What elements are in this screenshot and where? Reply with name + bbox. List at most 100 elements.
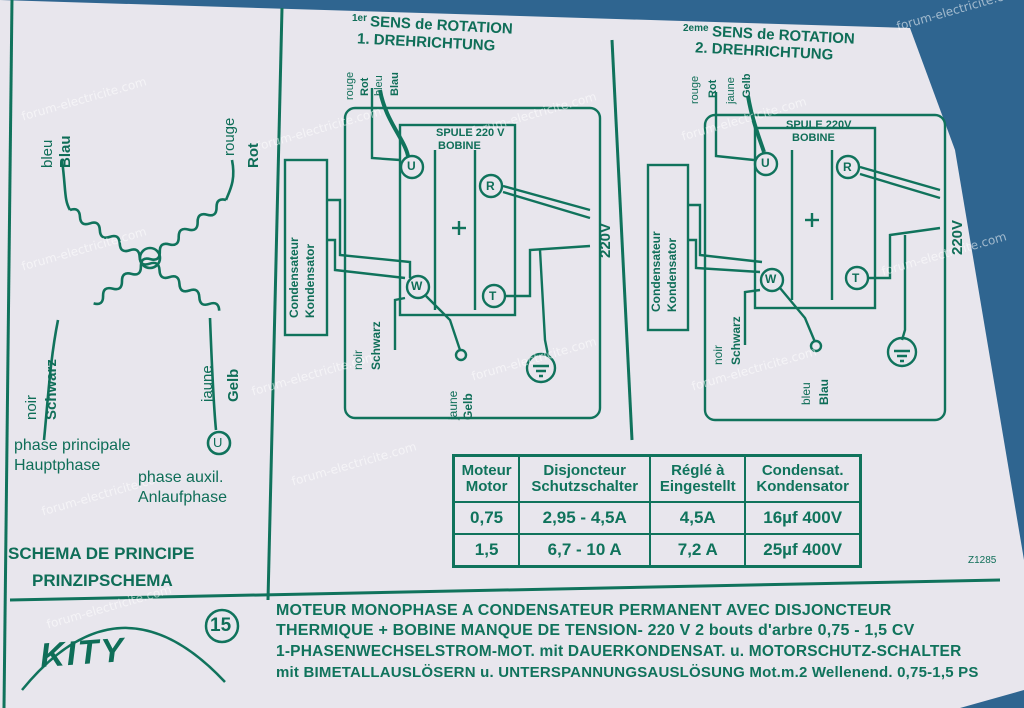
terminal-w1	[405, 274, 431, 300]
hauptphase: Hauptphase	[14, 457, 101, 474]
rot2-schwarz: Schwarz	[729, 316, 743, 365]
drawing-code: Z1285	[968, 555, 997, 566]
rot1-terminal-u: U	[407, 159, 416, 173]
footer-top-line	[9, 578, 1001, 602]
wire-jaune1	[425, 295, 462, 351]
u-terminal-label: U	[213, 435, 223, 450]
earth-symbol2	[886, 336, 918, 368]
footer-line-3: 1-PHASENWECHSELSTROM-MOT. mit DAUERKONDE…	[276, 643, 962, 660]
phase-principale: phase principale	[14, 437, 131, 454]
wire-noir2	[743, 288, 761, 345]
wire-noir1	[393, 296, 406, 350]
wire-label-jaune: jaune	[199, 365, 216, 402]
cell-motor: 0,75	[452, 501, 521, 535]
rot1-condensateur: Condensateur	[287, 237, 301, 318]
rot2-noir: noir	[711, 344, 725, 365]
rotation1-box	[343, 106, 602, 420]
wire-rouge1	[370, 88, 401, 162]
anlaufphase: Anlaufphase	[138, 489, 227, 506]
rot2-wire-rouge: rouge	[689, 75, 701, 104]
bleu-lead	[60, 159, 72, 211]
terminal-w2	[759, 267, 785, 293]
wire-label-gelb: Gelb	[225, 368, 242, 402]
earth-lines2	[894, 349, 910, 363]
rot1-kondensator: Kondensator	[303, 243, 317, 318]
terminal-u1	[399, 154, 425, 180]
wire-label-blau: Blau	[57, 135, 74, 168]
terminal-r1	[478, 173, 504, 199]
rot2-blau: Blau	[817, 378, 831, 405]
footer-line-4: mit BIMETALLAUSLÖSERN u. UNTERSPANNUNGSA…	[276, 664, 979, 681]
wire-rouge2	[714, 92, 755, 162]
schema-de: PRINZIPSCHEMA	[32, 571, 173, 590]
cell-regle: 4,5A	[649, 501, 747, 535]
kity-logo-frame	[21, 608, 240, 691]
earth-lead1	[538, 249, 550, 356]
wire-t-220v2	[869, 226, 941, 280]
wire-r-220v	[502, 184, 591, 220]
panel-divider-2	[610, 39, 634, 441]
rot2-bleu: bleu	[799, 382, 813, 405]
number-circle	[204, 608, 240, 644]
wire-r-220v2	[859, 165, 941, 200]
phase-auxil: phase auxil.	[138, 469, 224, 486]
cell-condensat: 16µf 400V	[744, 501, 862, 535]
rot1-wire-blau: Blau	[389, 72, 401, 96]
terminal-r2	[835, 154, 861, 180]
panel-divider-1	[266, 7, 284, 601]
rot1-wire-rouge: rouge	[344, 71, 356, 100]
wire-cap-w	[327, 198, 412, 278]
rot2-wire-rot: Rot	[707, 79, 719, 98]
footer-line-1: MOTEUR MONOPHASE A CONDENSATEUR PERMANEN…	[276, 602, 892, 619]
rot2-terminal-u: U	[761, 156, 770, 170]
rot1-spule: SPULE 220 V	[436, 127, 505, 139]
rot1-terminal-t: T	[489, 289, 497, 303]
rot1-terminal-r: R	[486, 179, 495, 193]
rotation1-capacitor	[283, 158, 329, 337]
logo-arc	[21, 626, 226, 691]
wire-bleu2	[779, 287, 817, 343]
wire-label-schwarz: Schwarz	[43, 359, 60, 420]
kity-logo: KITY	[38, 631, 127, 675]
aux-coil	[93, 198, 227, 306]
coil-crossing	[138, 246, 162, 270]
rot2-terminal-w: W	[765, 272, 777, 286]
rot2-wire-jaune: jaune	[725, 77, 737, 104]
wire-jaune2	[746, 95, 766, 153]
rot1-jaune: jaune	[446, 390, 460, 420]
wire-cap-w2	[327, 238, 406, 280]
rot2-voltage: 220V	[949, 219, 966, 255]
bleu-end2	[809, 339, 823, 353]
wire-label-rouge: rouge	[221, 117, 238, 156]
rot2-terminal-r: R	[843, 160, 852, 174]
rot1-noir: noir	[351, 349, 365, 370]
rot2-spule: SPULE 220V	[786, 119, 852, 131]
cell-regle: 7,2 A	[649, 533, 747, 568]
rot2-wire-gelb: Gelb	[741, 73, 753, 98]
earth-lead2	[900, 235, 907, 341]
terminal-u2	[753, 151, 779, 177]
rot1-gelb: Gelb	[461, 393, 475, 420]
sheet-number: 15	[210, 615, 232, 636]
wire-label-noir: noir	[23, 394, 40, 420]
rot2-terminal-t: T	[852, 271, 860, 285]
footer-line-2: THERMIQUE + BOBINE MANQUE DE TENSION- 22…	[276, 622, 915, 639]
schema-fr: SCHEMA DE PRINCIPE	[8, 544, 195, 563]
earth-symbol1	[525, 352, 557, 384]
rot2-condensateur: Condensateur	[649, 231, 663, 312]
rot1-voltage: 220V	[597, 222, 614, 258]
rot2-bobine: BOBINE	[792, 132, 835, 144]
noir-lead	[42, 319, 60, 441]
rot1-bobine: BOBINE	[438, 140, 481, 152]
cell-motor: 1,5	[452, 533, 521, 568]
wire-label-rot: Rot	[245, 143, 262, 168]
rotation1-drawing	[283, 88, 602, 420]
rot1-wire-bleu: bleu	[373, 75, 385, 96]
wire-cap-w	[688, 203, 763, 264]
cell-disjoncteur: 6,7 - 10 A	[518, 533, 652, 568]
earth-lines1	[533, 364, 549, 378]
